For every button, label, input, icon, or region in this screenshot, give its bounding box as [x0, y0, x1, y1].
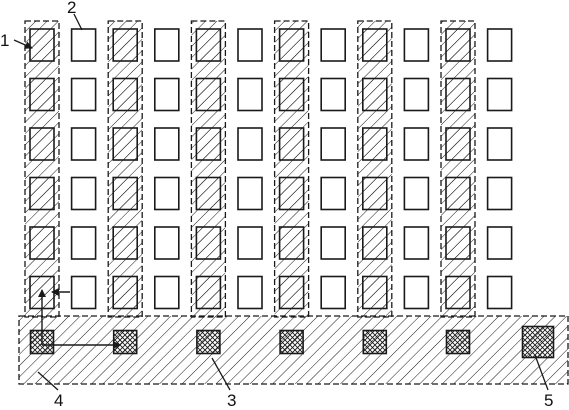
hatched-cell — [112, 226, 138, 260]
contact-pad — [362, 329, 388, 355]
label-4: 4 — [54, 391, 63, 410]
open-cell — [403, 176, 430, 211]
open-cell — [403, 127, 430, 161]
hatched-cell — [361, 275, 388, 310]
hatched-cell — [278, 226, 305, 260]
open-cell — [237, 226, 263, 260]
hatched-column-strip — [273, 20, 310, 318]
hatched-cell — [195, 28, 222, 62]
hatched-column-strip — [107, 20, 143, 318]
hatched-cell — [195, 275, 222, 310]
open-cell — [486, 176, 513, 211]
leader-line-3 — [211, 357, 231, 391]
hatched-cell — [195, 176, 222, 211]
hatched-cell — [29, 176, 55, 211]
hatched-cell — [29, 77, 55, 112]
hatched-cell — [445, 127, 471, 161]
open-cell — [320, 275, 347, 310]
open-cell — [320, 176, 347, 211]
hatched-cell — [195, 127, 222, 161]
open-cell — [154, 127, 180, 161]
hatched-cell — [361, 127, 388, 161]
leader-line-1 — [13, 39, 33, 49]
open-cell — [237, 28, 263, 62]
hatched-column-strip — [440, 20, 476, 318]
hatched-column-strip — [190, 20, 227, 318]
hatched-cell — [361, 77, 388, 112]
open-cell — [486, 275, 513, 310]
open-cell — [70, 77, 97, 112]
hatched-cell — [278, 275, 305, 310]
hatched-cell — [445, 176, 471, 211]
open-cell — [70, 176, 97, 211]
contact-pad — [279, 329, 304, 355]
hatched-cell — [278, 176, 305, 211]
hatched-cell — [361, 226, 388, 260]
hatched-cell — [361, 28, 388, 62]
hatched-cell — [195, 226, 222, 260]
open-cell — [403, 28, 430, 62]
hatched-cell — [445, 77, 471, 112]
open-cell — [403, 77, 430, 112]
open-cell — [320, 127, 347, 161]
open-cell — [237, 127, 263, 161]
hatched-cell — [112, 127, 138, 161]
leader-line-2 — [73, 13, 83, 31]
open-cell — [70, 127, 97, 161]
open-cell — [320, 28, 347, 62]
hatched-cell — [29, 127, 55, 161]
contact-pad — [112, 329, 138, 355]
cell-grid — [29, 28, 513, 310]
leader-line-5 — [534, 354, 549, 391]
label-5: 5 — [544, 391, 553, 410]
open-cell — [70, 28, 97, 62]
open-cell — [70, 226, 97, 260]
hatched-cell — [29, 28, 55, 62]
open-cell — [486, 77, 513, 112]
open-cell — [154, 275, 180, 310]
contact-pad — [521, 325, 555, 359]
contact-pad — [445, 329, 471, 355]
hatched-cell — [445, 226, 471, 260]
hatched-column-strip — [357, 20, 393, 318]
hatched-cell — [112, 275, 138, 310]
hatched-cell — [278, 28, 305, 62]
leader-line-4 — [37, 371, 59, 391]
hatched-cell — [361, 176, 388, 211]
hatched-cell — [445, 28, 471, 62]
open-cell — [154, 226, 180, 260]
open-cell — [154, 28, 180, 62]
hatched-cell — [278, 77, 305, 112]
open-cell — [486, 226, 513, 260]
open-cell — [237, 77, 263, 112]
hatched-cell — [445, 275, 471, 310]
hatched-cell — [195, 77, 222, 112]
hatched-cell — [278, 127, 305, 161]
hatched-cell — [29, 226, 55, 260]
label-1: 1 — [0, 31, 9, 50]
label-2: 2 — [67, 0, 76, 17]
hatched-column-strip — [24, 20, 60, 318]
column-strips — [24, 20, 476, 318]
label-3: 3 — [227, 391, 236, 410]
hatched-cell — [112, 77, 138, 112]
open-cell — [154, 77, 180, 112]
hatched-cell — [112, 28, 138, 62]
open-cell — [237, 275, 263, 310]
open-cell — [403, 275, 430, 310]
open-cell — [154, 176, 180, 211]
open-cell — [486, 127, 513, 161]
open-cell — [70, 275, 97, 310]
open-cell — [403, 226, 430, 260]
open-cell — [320, 77, 347, 112]
hatched-cell — [112, 176, 138, 211]
open-cell — [237, 176, 263, 211]
contact-pad — [196, 329, 221, 355]
open-cell — [320, 226, 347, 260]
open-cell — [486, 28, 513, 62]
